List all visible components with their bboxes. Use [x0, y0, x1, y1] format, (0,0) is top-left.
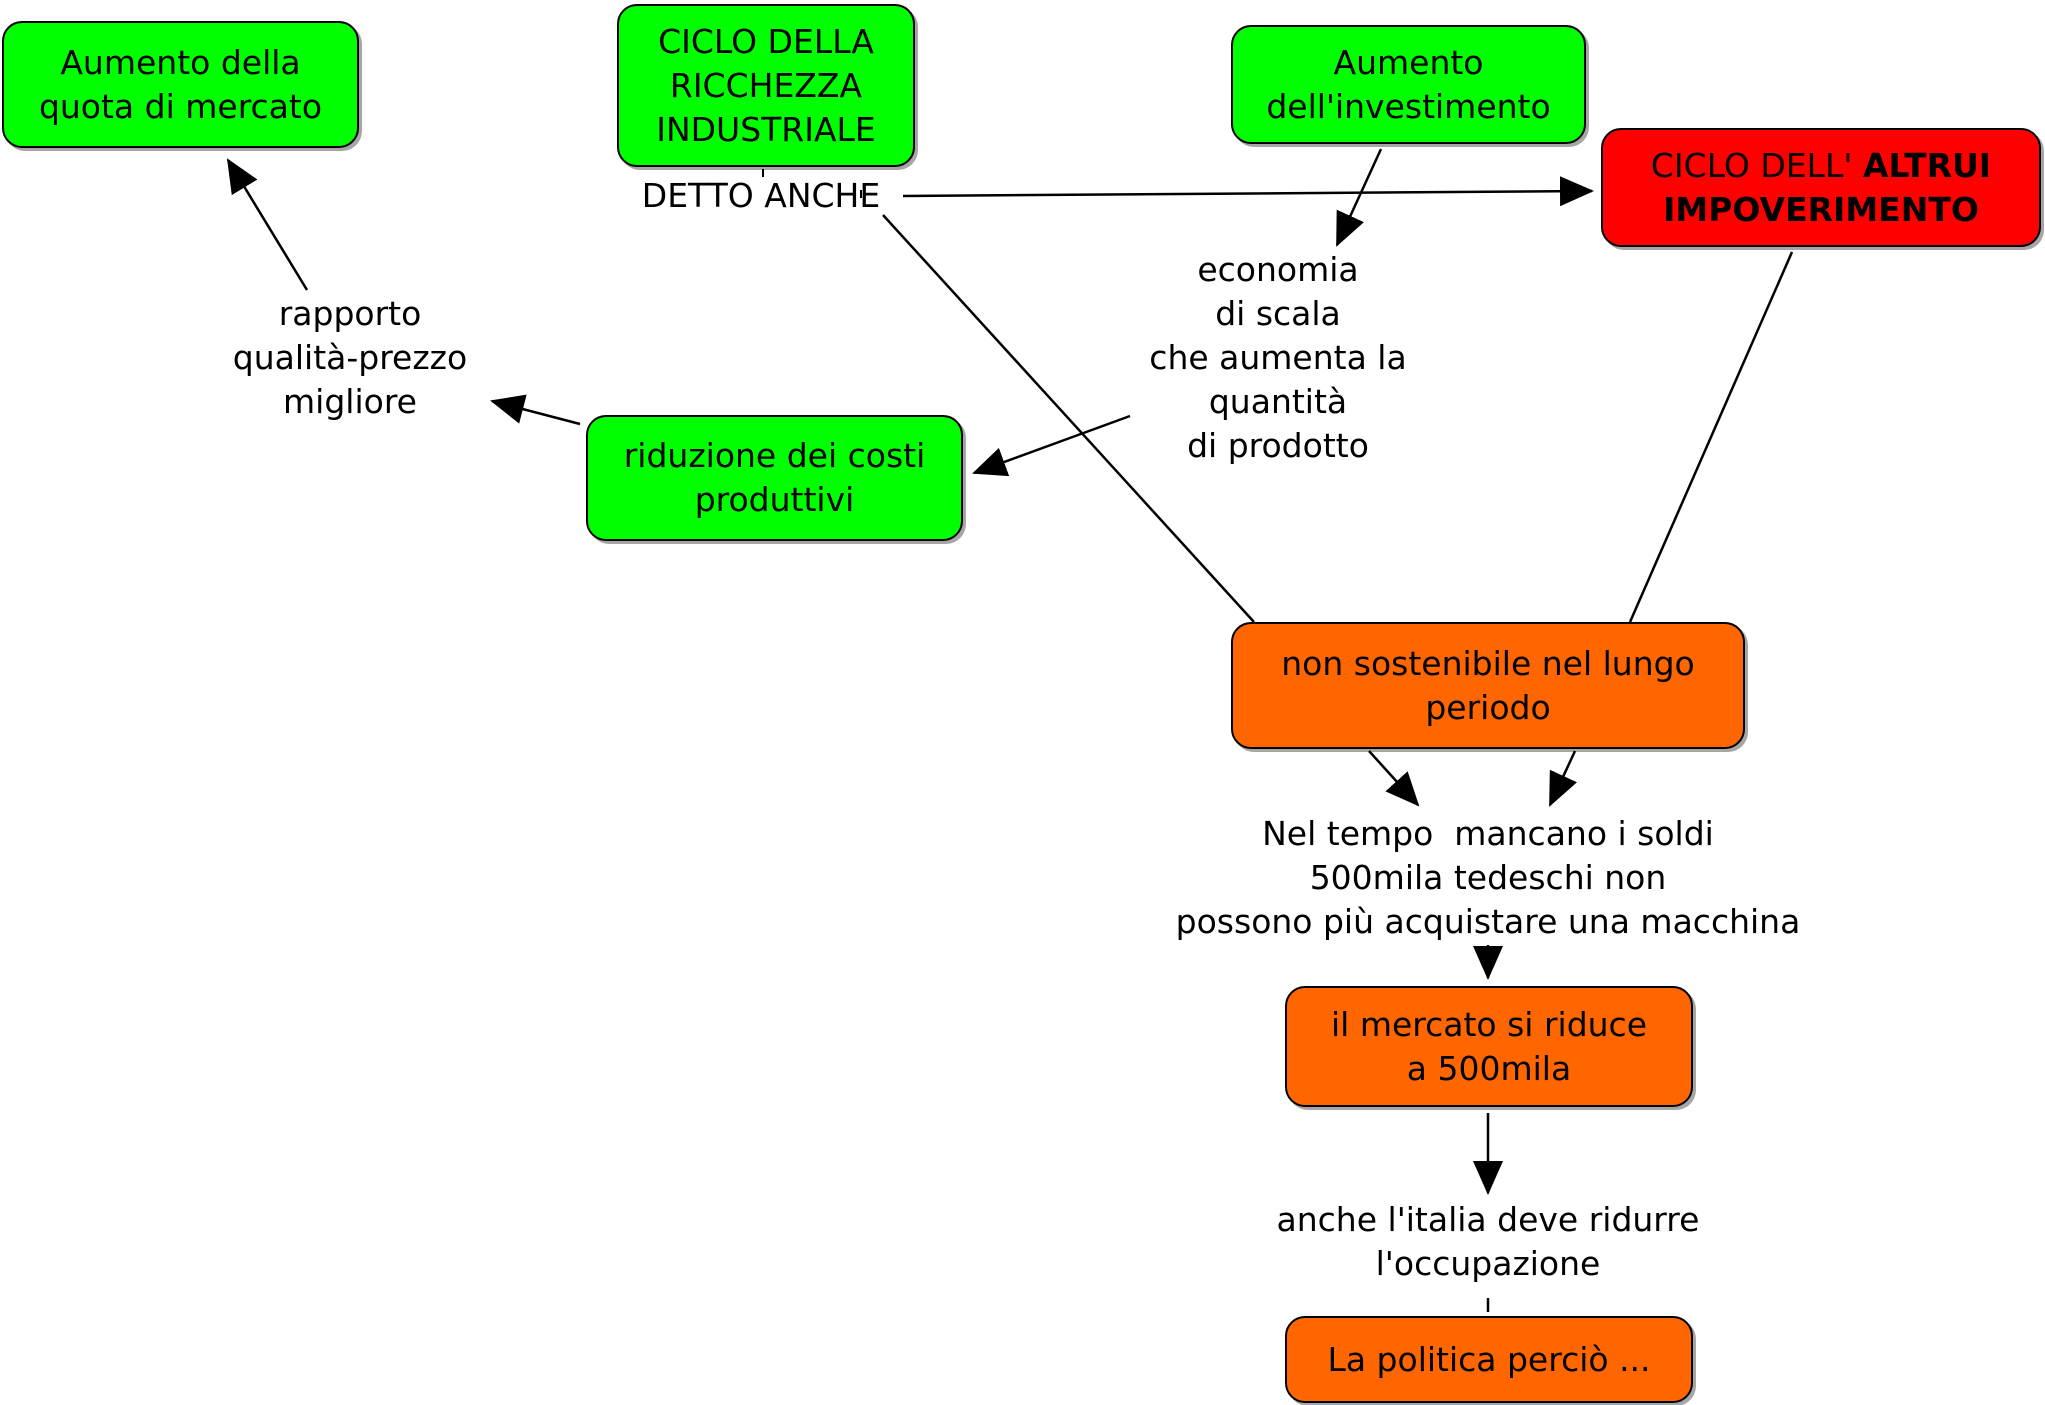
link-detto-to-nonsostenibile: [882, 214, 1255, 623]
node-ciclo-ricchezza-line-1: CICLO DELLA: [658, 21, 874, 61]
node-non-sostenibile[interactable]: non sostenibile nel lungo periodo: [1231, 622, 1745, 749]
label-rapporto-line-2: qualità-prezzo: [232, 338, 468, 377]
node-altrui-line-1-normal: CICLO DELL': [1650, 145, 1863, 185]
label-occupazione-line-2: l'occupazione: [1375, 1244, 1601, 1283]
label-rapporto-qualita-prezzo: rapporto qualità-prezzo migliore: [200, 292, 500, 424]
link-economia-to-riduzione: [972, 414, 1131, 477]
label-rapporto-line-3: migliore: [283, 382, 417, 421]
link-nonsostenibile-to-neltempo-left: [1368, 750, 1420, 807]
node-riduzione-costi-produttivi[interactable]: riduzione dei costi produttivi: [586, 415, 963, 541]
node-mercato-si-riduce[interactable]: il mercato si riduce a 500mila: [1285, 986, 1693, 1107]
label-economia-di-scala: economia di scala che aumenta la quantit…: [1118, 248, 1438, 468]
link-rapporto-to-quota: [226, 158, 309, 291]
label-rapporto-line-1: rapporto: [278, 294, 422, 333]
link-riduzione-to-rapporto: [490, 394, 581, 426]
label-economia-line-4: quantità: [1208, 382, 1348, 421]
node-politica-line-1: La politica perciò ...: [1327, 1339, 1651, 1379]
node-non-sostenibile-line-2: periodo: [1425, 687, 1551, 727]
node-politica-percio[interactable]: La politica perciò ...: [1285, 1316, 1693, 1403]
node-ciclo-ricchezza-industriale[interactable]: CICLO DELLA RICCHEZZA INDUSTRIALE: [617, 4, 915, 167]
node-aumento-quota-mercato[interactable]: Aumento della quota di mercato: [2, 21, 359, 148]
link-detto-to-altrui: [902, 176, 1594, 207]
label-economia-line-3: che aumenta la: [1149, 338, 1407, 377]
link-nonsostenibile-to-neltempo-right: [1548, 750, 1578, 807]
node-aumento-quota-line-1: Aumento della: [60, 42, 301, 82]
link-altrui-to-nonsostenibile: [1628, 251, 1794, 623]
node-ciclo-altrui-impoverimento[interactable]: CICLO DELL' ALTRUI IMPOVERIMENTO: [1601, 128, 2041, 247]
node-mercato-line-1: il mercato si riduce: [1331, 1004, 1647, 1044]
label-economia-line-5: di prodotto: [1187, 426, 1369, 465]
node-altrui-line-1: CICLO DELL' ALTRUI: [1651, 144, 1991, 188]
label-detto-anche: DETTO ANCHE: [626, 174, 896, 218]
node-aumento-investimento-line-2: dell'investimento: [1266, 86, 1551, 126]
label-nel-tempo-line-2: 500mila tedeschi non: [1309, 858, 1667, 897]
node-aumento-quota-line-2: quota di mercato: [38, 86, 323, 126]
node-altrui-line-2: IMPOVERIMENTO: [1663, 189, 1979, 229]
label-nel-tempo-line-1: Nel tempo mancano i soldi: [1262, 814, 1714, 853]
label-occupazione: anche l'italia deve ridurre l'occupazion…: [1188, 1198, 1788, 1286]
label-economia-line-1: economia: [1197, 250, 1359, 289]
node-ciclo-ricchezza-line-2: RICCHEZZA: [669, 65, 863, 105]
node-aumento-investimento-line-1: Aumento: [1333, 42, 1484, 82]
label-detto-anche-text: DETTO ANCHE: [641, 176, 881, 215]
label-nel-tempo: Nel tempo mancano i soldi 500mila tedesc…: [1118, 812, 1858, 944]
node-ciclo-ricchezza-line-3: INDUSTRIALE: [656, 109, 876, 149]
node-non-sostenibile-line-1: non sostenibile nel lungo: [1281, 643, 1695, 683]
link-investimento-to-economia: [1335, 148, 1383, 247]
label-economia-line-2: di scala: [1215, 294, 1341, 333]
label-nel-tempo-line-3: possono più acquistare una macchina: [1175, 902, 1801, 941]
node-aumento-investimento[interactable]: Aumento dell'investimento: [1231, 25, 1586, 144]
node-mercato-line-2: a 500mila: [1406, 1048, 1572, 1088]
label-occupazione-line-1: anche l'italia deve ridurre: [1276, 1200, 1700, 1239]
node-altrui-line-1-bold: ALTRUI: [1862, 145, 1992, 185]
node-riduzione-costi-line-1: riduzione dei costi: [623, 436, 926, 475]
node-riduzione-costi-line-2: produttivi: [694, 480, 855, 519]
